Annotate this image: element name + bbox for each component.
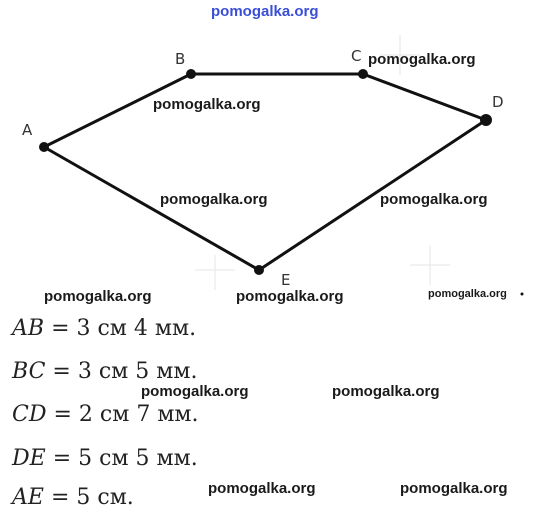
vertex-label-c: C [351, 47, 362, 65]
watermark: pomogalka.org [428, 288, 507, 300]
measurement-value: = 5 см. [50, 485, 134, 510]
measurement-cd: CD = 2 см 7 мм. [12, 402, 199, 427]
segment-cd [362, 72, 487, 122]
vertex-label-a: A [22, 121, 33, 139]
segment-ea [43, 145, 260, 272]
measurement-value: = 2 см 7 мм. [53, 402, 199, 427]
vertex-b-point [186, 69, 196, 79]
watermark: pomogalka.org [153, 96, 261, 113]
measurement-value: = 3 см 4 мм. [51, 316, 197, 341]
segment-de [258, 118, 487, 272]
vertex-e-point [254, 265, 264, 275]
measurement-de: DE = 5 см 5 мм. [12, 446, 198, 471]
grid-marks [195, 35, 450, 290]
vertex-label-e: E [281, 271, 291, 289]
measurement-segment: CD [12, 402, 47, 427]
watermark: pomogalka.org [400, 480, 508, 497]
measurement-bc: BC = 3 см 5 мм. [12, 359, 197, 384]
vertex-label-d: D [492, 93, 504, 111]
watermark: pomogalka.org [160, 191, 268, 208]
watermark: pomogalka.org [141, 383, 249, 400]
vertex-d-point [480, 114, 492, 126]
measurement-segment: AE [12, 485, 44, 510]
measurement-segment: BC [12, 359, 46, 384]
measurement-value: = 5 см 5 мм. [52, 446, 198, 471]
watermark: pomogalka.org [44, 288, 152, 305]
watermark: pomogalka.org [208, 480, 316, 497]
measurement-ab: AB = 3 см 4 мм. [12, 316, 196, 341]
watermark-top: pomogalka.org [211, 3, 319, 20]
watermark: pomogalka.org [368, 51, 476, 68]
watermark: pomogalka.org [332, 383, 440, 400]
measurement-value: = 3 см 5 мм. [52, 359, 198, 384]
vertex-a-point [39, 142, 49, 152]
vertex-c-point [358, 69, 368, 79]
measurement-segment: DE [12, 446, 46, 471]
segment-ab [43, 72, 192, 149]
measurement-segment: AB [12, 316, 45, 341]
pentagon-figure [39, 35, 524, 296]
watermark: pomogalka.org [380, 191, 488, 208]
vertex-label-b: B [175, 50, 186, 68]
watermark: pomogalka.org [236, 288, 344, 305]
measurement-ae: AE = 5 см. [12, 485, 134, 510]
stray-dot [520, 292, 524, 296]
